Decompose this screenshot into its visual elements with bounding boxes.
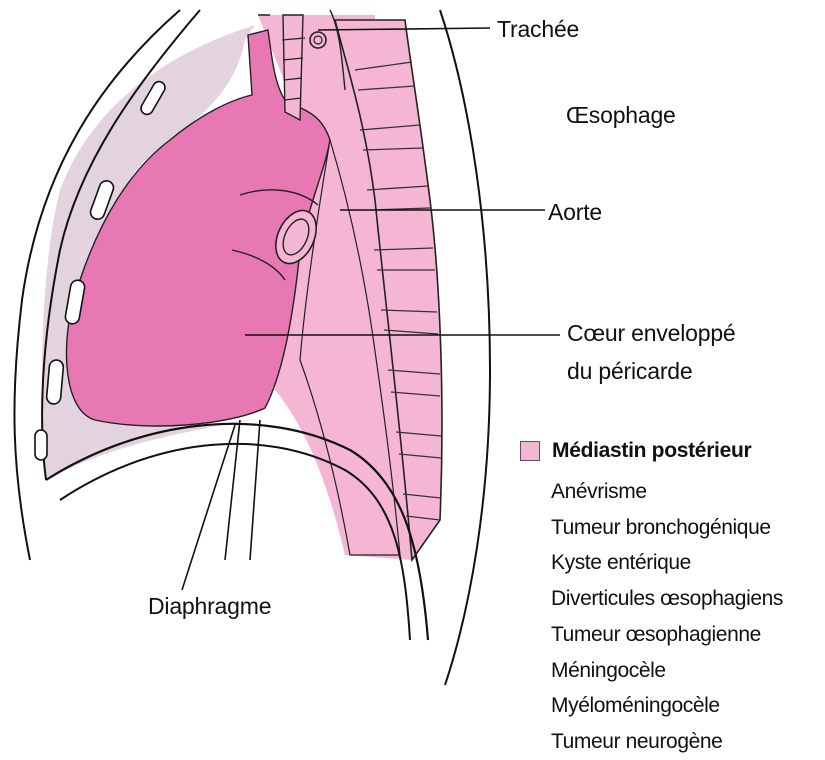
legend-swatch xyxy=(520,441,540,461)
label-aorte: Aorte xyxy=(548,199,602,226)
legend-list: Anévrisme Tumeur bronchogénique Kyste en… xyxy=(551,474,783,760)
label-coeur-line1: Cœur enveloppé xyxy=(567,320,736,347)
legend-item: Diverticules œsophagiens xyxy=(551,581,783,617)
legend-item: Tumeur neurogène xyxy=(551,724,783,760)
trachea xyxy=(283,15,303,120)
legend-title: Médiastin postérieur xyxy=(552,439,751,463)
legend-item: Kyste entérique xyxy=(551,545,783,581)
label-trachee: Trachée xyxy=(497,16,579,43)
legend-item: Anévrisme xyxy=(551,474,783,510)
label-coeur-line2: du péricarde xyxy=(567,358,692,385)
legend-item: Tumeur œsophagienne xyxy=(551,617,783,653)
label-oesophage: Œsophage xyxy=(566,102,676,129)
posterior-body-wall xyxy=(440,10,490,685)
legend-item: Méningocèle xyxy=(551,653,783,689)
label-diaphragme: Diaphragme xyxy=(148,593,271,620)
legend-item: Myéloméningocèle xyxy=(551,688,783,724)
legend-item: Tumeur bronchogénique xyxy=(551,510,783,546)
